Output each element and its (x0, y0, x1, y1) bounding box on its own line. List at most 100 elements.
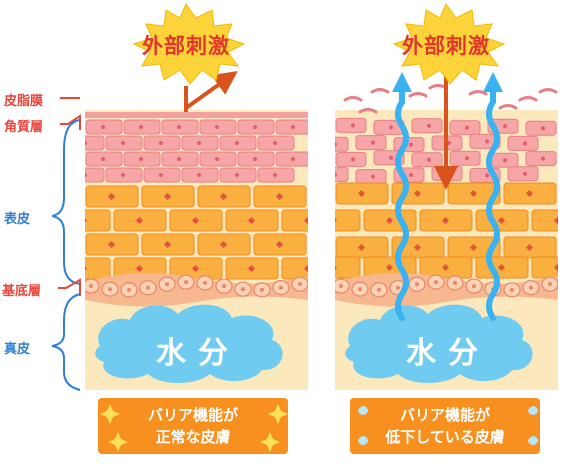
cell-nucleus (409, 142, 413, 147)
cell-nucleus (163, 192, 172, 201)
cell-nucleus (89, 284, 93, 288)
cell-nucleus (219, 240, 228, 249)
cell-nucleus (253, 125, 257, 129)
cell-nucleus (279, 285, 283, 290)
cell-nucleus (335, 263, 338, 272)
right-basal-band (335, 272, 558, 307)
cell-nucleus (215, 125, 219, 129)
right-epidermis-cells (335, 182, 580, 279)
left-stratum-corneum (85, 119, 308, 183)
right-caption-line2: 低下している皮膚 (385, 428, 505, 446)
cell-nucleus (357, 189, 366, 198)
cell-nucleus (358, 287, 362, 292)
cell-nucleus (101, 125, 105, 129)
epidermis-cell (560, 183, 580, 204)
cell-nucleus (197, 173, 201, 177)
cell-nucleus (139, 157, 143, 161)
cell-nucleus (139, 125, 143, 129)
epidermis-cell (531, 256, 558, 279)
cell-nucleus (121, 173, 125, 177)
cell-nucleus (434, 280, 438, 285)
left-basal-band (85, 272, 308, 307)
right-water-escape-arrow-left (395, 89, 409, 321)
cell-nucleus (127, 287, 131, 292)
cell-nucleus (497, 216, 506, 225)
cell-nucleus (497, 263, 506, 272)
cell-nucleus (298, 282, 302, 287)
cell-nucleus (553, 216, 558, 225)
cell-nucleus (465, 125, 469, 130)
corneum-bracket (60, 114, 81, 130)
right-skin-cross-section (335, 60, 580, 390)
sparkle-icon (100, 404, 288, 452)
cell-nucleus (146, 285, 150, 290)
cell-nucleus (108, 287, 112, 292)
corneum-cell (85, 135, 105, 151)
cell-nucleus (389, 155, 393, 160)
cell-nucleus (427, 157, 431, 162)
cell-nucleus (523, 171, 527, 176)
epidermis-cell (85, 209, 111, 232)
cell-nucleus (485, 173, 489, 178)
sebum-fragment (370, 88, 390, 94)
left-epidermis-cells (85, 185, 308, 280)
cell-nucleus (291, 125, 295, 129)
epidermis-cell (281, 257, 308, 280)
cell-nucleus (548, 282, 552, 287)
left-caption-box (98, 398, 288, 454)
cell-nucleus (177, 125, 181, 129)
cell-nucleus (469, 189, 478, 198)
cell-nucleus (469, 243, 478, 252)
cell-nucleus (529, 285, 533, 290)
left-stimulus-reflect-arrow (184, 71, 238, 110)
label-stratum-corneum: 角質層 (4, 120, 44, 135)
cell-nucleus (273, 141, 277, 145)
cell-nucleus (339, 284, 343, 288)
cell-nucleus (184, 280, 188, 285)
cell-nucleus (197, 141, 201, 145)
cell-nucleus (235, 173, 239, 177)
right-caption-box (350, 398, 540, 454)
cell-nucleus (396, 285, 400, 290)
cell-nucleus (101, 157, 105, 161)
cell-nucleus (351, 157, 355, 162)
cell-nucleus (273, 173, 277, 177)
cell-nucleus (377, 287, 381, 292)
cell-nucleus (303, 264, 308, 273)
cell-nucleus (523, 141, 527, 146)
cell-nucleus (275, 240, 284, 249)
cell-nucleus (525, 243, 534, 252)
cell-nucleus (335, 172, 337, 177)
cell-nucleus (503, 124, 507, 129)
cell-nucleus (441, 263, 450, 272)
cell-nucleus (303, 216, 308, 225)
cell-nucleus (85, 216, 88, 225)
sebum-fragment (343, 96, 363, 102)
cell-nucleus (427, 123, 431, 128)
right-water-arrowhead-right (483, 72, 503, 92)
cell-nucleus (159, 173, 163, 177)
epidermis-cell (335, 209, 361, 232)
cell-nucleus (219, 192, 228, 201)
cell-nucleus (465, 156, 469, 161)
cell-nucleus (541, 156, 545, 161)
cell-nucleus (85, 173, 87, 177)
cell-nucleus (241, 287, 245, 292)
cell-nucleus (177, 157, 181, 161)
cell-nucleus (415, 282, 419, 287)
label-dermis: 真皮 (4, 342, 31, 357)
corneum-cell (335, 167, 349, 183)
sweat-drop-icon (358, 406, 538, 445)
epidermis-bracket (51, 119, 81, 285)
sebum-fragment (468, 90, 488, 96)
cell-nucleus (357, 243, 366, 252)
left-sebum-film (85, 112, 308, 118)
cell-nucleus (85, 264, 88, 273)
cell-nucleus (222, 284, 226, 289)
left-water-label: 水分 (156, 336, 240, 371)
left-caption-line1: バリア機能が (147, 406, 238, 424)
cell-nucleus (441, 216, 450, 225)
sebum-fragment (408, 92, 428, 98)
